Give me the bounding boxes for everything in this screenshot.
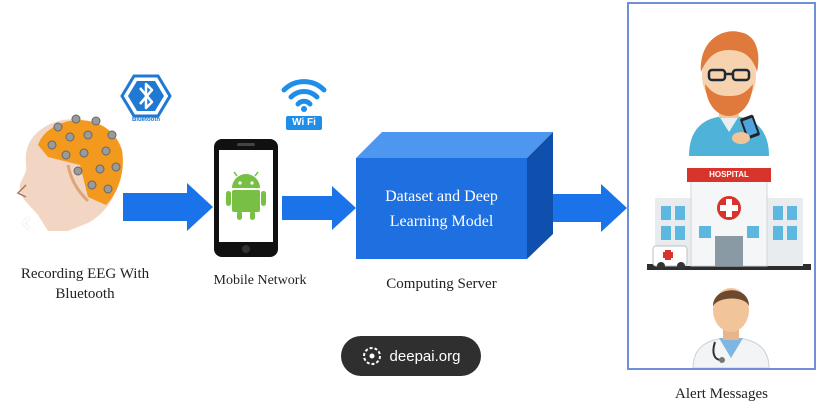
flow-arrow-1 [123,183,213,231]
server-caption: Computing Server [386,276,497,292]
bluetooth-icon [120,74,172,118]
wifi-icon [281,79,327,112]
deepai-logo-icon [362,347,381,365]
prev-chevron-icon[interactable]: ‹ [20,205,32,240]
doctor-icon [692,288,770,368]
server-label-line1: Dataset and Deep [385,188,498,205]
watermark-badge[interactable]: deepai.org [341,336,481,376]
hospital-icon [647,168,811,270]
watermark-text: deepai.org [389,347,461,365]
eeg-head-illustration [16,114,123,231]
smartphone-illustration [214,139,278,257]
mobile-caption: Mobile Network [213,273,307,288]
server-label-line2: Learning Model [389,213,494,230]
flow-arrow-2 [282,186,356,230]
eeg-caption-line2: Bluetooth [55,286,115,302]
alert-panel: › HOSPITAL [627,2,816,370]
computing-server-box [356,132,553,259]
wifi-badge-label: Wi Fi [286,116,322,130]
eeg-caption-line1: Recording EEG With [20,266,150,282]
eeg-cap-icon [38,120,123,205]
alerts-caption: Alert Messages [675,386,768,402]
flow-arrow-3 [553,184,627,232]
bluetooth-badge-label: Bluetooth [132,117,160,123]
android-icon [226,171,266,220]
doctor-phone-icon [689,31,769,156]
hospital-sign: HOSPITAL [709,170,749,179]
